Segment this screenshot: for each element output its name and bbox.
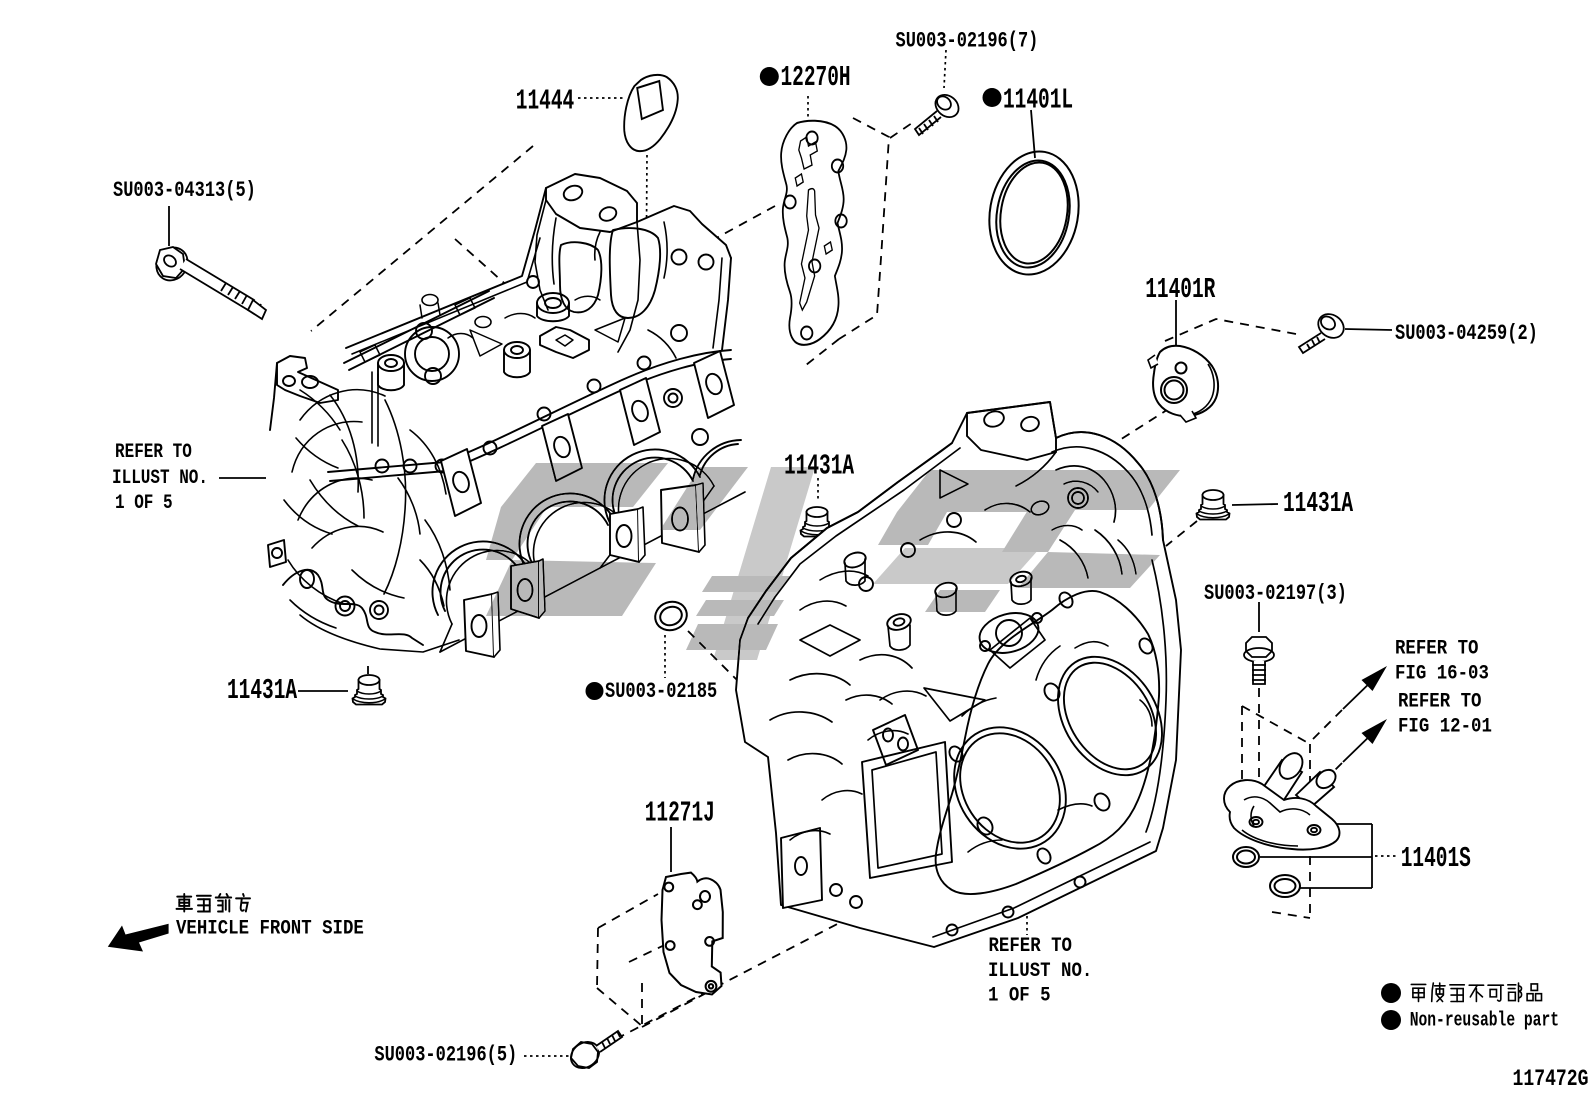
svg-text:117472G: 117472G: [1513, 1067, 1589, 1093]
svg-text:11431A: 11431A: [227, 675, 297, 708]
svg-text:11401S: 11401S: [1401, 843, 1471, 876]
svg-text:12270H: 12270H: [781, 62, 851, 95]
svg-text:1 OF 5: 1 OF 5: [115, 493, 173, 515]
svg-text:1 OF 5: 1 OF 5: [988, 983, 1051, 1006]
svg-text:ILLUST NO.: ILLUST NO.: [112, 468, 208, 490]
svg-text:Non-reusable part: Non-reusable part: [1410, 1009, 1559, 1032]
svg-text:SU003-02196(7): SU003-02196(7): [896, 27, 1039, 53]
svg-text:11401R: 11401R: [1145, 273, 1215, 306]
svg-text:REFER TO: REFER TO: [989, 934, 1072, 957]
svg-text:SU003-02185: SU003-02185: [605, 678, 717, 704]
svg-text:SU003-04313(5): SU003-04313(5): [113, 177, 256, 203]
svg-text:VEHICLE FRONT SIDE: VEHICLE FRONT SIDE: [176, 916, 364, 939]
svg-text:REFER TO: REFER TO: [1398, 690, 1481, 713]
svg-text:11444: 11444: [516, 85, 575, 118]
svg-text:SU003-02197(3): SU003-02197(3): [1204, 580, 1347, 606]
svg-text:11271J: 11271J: [645, 797, 715, 830]
svg-text:11401L: 11401L: [1003, 84, 1073, 117]
svg-text:REFER TO: REFER TO: [115, 442, 192, 464]
svg-text:SU003-04259(2): SU003-04259(2): [1395, 320, 1538, 346]
svg-text:REFER TO: REFER TO: [1395, 637, 1478, 660]
svg-text:SU003-02196(5): SU003-02196(5): [374, 1041, 517, 1067]
svg-text:FIG 16-03: FIG 16-03: [1395, 661, 1489, 684]
svg-text:FIG 12-01: FIG 12-01: [1398, 714, 1492, 737]
svg-text:ILLUST NO.: ILLUST NO.: [988, 959, 1092, 982]
svg-text:11431A: 11431A: [1283, 488, 1353, 521]
